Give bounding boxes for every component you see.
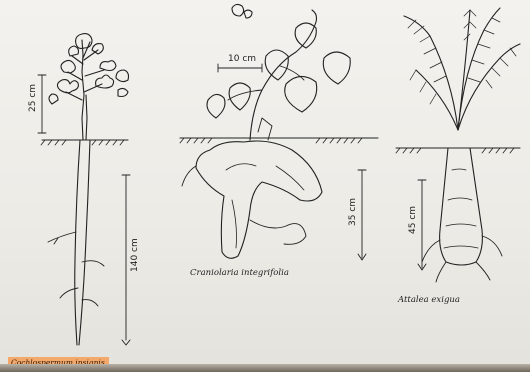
- attalea-drawing: [396, 8, 520, 282]
- page-edge-shadow: [0, 364, 530, 372]
- scale-label-140cm: 140 cm: [130, 238, 140, 272]
- scale-label-45cm: 45 cm: [408, 206, 418, 234]
- cochlospermum-drawing: [38, 34, 130, 345]
- scale-label-25cm: 25 cm: [28, 84, 38, 112]
- caption-attalea: Attalea exigua: [398, 295, 460, 305]
- scale-label-35cm: 35 cm: [348, 198, 358, 226]
- caption-craniolaria: Craniolaria integrifolia: [190, 268, 289, 278]
- scale-label-10cm: 10 cm: [228, 54, 256, 64]
